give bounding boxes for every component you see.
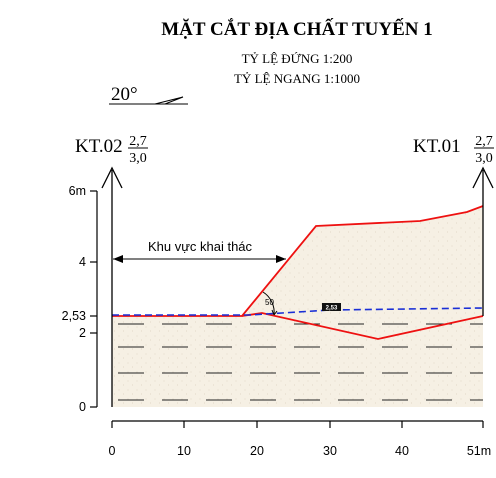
mining-zone-dimension: Khu vực khai thác [113, 239, 286, 263]
y-tick-6m: 6m [69, 184, 86, 198]
vertical-scale: TỶ LỆ ĐỨNG 1:200 [242, 51, 353, 66]
x-tick-10: 10 [177, 444, 191, 458]
x-tick-0: 0 [109, 444, 116, 458]
borehole-kt01-den: 3,0 [475, 151, 493, 166]
slope-angle-label: 50 [265, 298, 274, 307]
y-tick-2-53: 2,53 [62, 309, 86, 323]
water-level-line [112, 307, 484, 316]
ground-surface-line [112, 205, 484, 317]
dip-angle-label: 20° [111, 84, 138, 105]
y-tick-4: 4 [79, 255, 86, 269]
x-tick-51m: 51m [467, 444, 491, 458]
y-tick-2: 2 [79, 326, 86, 340]
borehole-kt01-num: 2,7 [475, 134, 493, 149]
horizontal-scale: TỶ LỆ NGANG 1:1000 [234, 71, 360, 86]
mining-zone-label: Khu vực khai thác [148, 239, 253, 254]
borehole-kt02-name: KT.02 [75, 136, 123, 157]
x-axis: 0 10 20 30 40 51m [109, 420, 491, 458]
borehole-kt02: KT.02 2,7 3,0 [75, 134, 148, 407]
x-tick-40: 40 [395, 444, 409, 458]
excavation-bottom-line [241, 312, 484, 340]
borehole-kt02-den: 3,0 [129, 151, 147, 166]
x-tick-30: 30 [323, 444, 337, 458]
layer-lines [118, 323, 483, 401]
water-level-tag: 2,53 [322, 303, 341, 312]
ground-body [112, 206, 483, 407]
slope-angle-marker: 50 [262, 291, 278, 316]
dip-symbol: 20° [109, 84, 188, 105]
borehole-kt02-num: 2,7 [129, 134, 147, 149]
x-tick-20: 20 [250, 444, 264, 458]
borehole-kt01-name: KT.01 [413, 136, 461, 157]
section-title: MẶT CẮT ĐỊA CHẤT TUYẾN 1 [161, 18, 433, 40]
y-axis: 6m 4 2,53 2 0 [62, 184, 98, 414]
svg-text:2,53: 2,53 [326, 306, 338, 312]
y-tick-0: 0 [79, 400, 86, 414]
borehole-kt01: KT.01 2,7 3,0 [413, 134, 494, 316]
